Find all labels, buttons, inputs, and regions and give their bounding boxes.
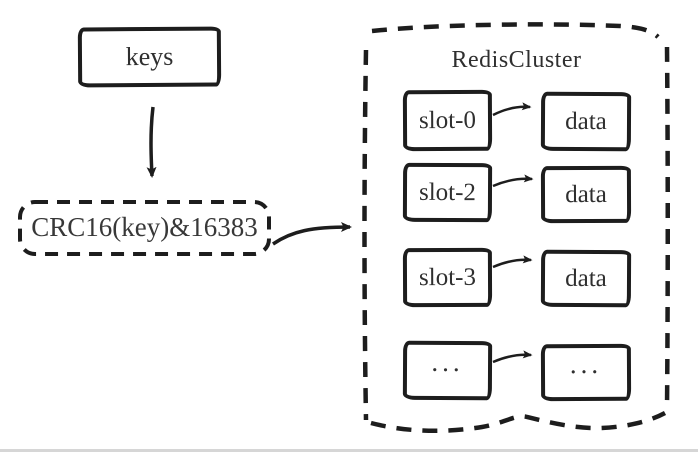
arrow-slot-more-to-data [492, 350, 533, 364]
data-box-0-label: data [565, 107, 607, 136]
hash-box: CRC16(key)&16383 [19, 201, 270, 254]
data-box-2-label: data [565, 180, 607, 209]
slot-box-2: slot-2 [402, 162, 493, 223]
arrow-slot-0-to-data [492, 102, 532, 117]
data-box-more-label: ... [569, 348, 603, 380]
slot-box-3: slot-3 [402, 247, 493, 308]
arrow-hash-to-cluster [272, 222, 352, 246]
slot-box-more-label: ... [431, 346, 464, 378]
data-box-3: data [540, 249, 632, 308]
cluster-title: RedisCluster [451, 46, 582, 73]
data-box-0: data [540, 91, 632, 152]
keys-box: keys [77, 26, 222, 88]
keys-label: keys [125, 41, 174, 72]
hash-label: CRC16(key)&16383 [31, 212, 258, 242]
data-box-more: ... [540, 343, 632, 402]
arrow-slot-3-to-data [492, 255, 533, 269]
slot-box-2-label: slot-2 [418, 178, 477, 207]
data-box-3-label: data [565, 264, 607, 293]
slot-box-0: slot-0 [402, 89, 493, 152]
slot-box-3-label: slot-3 [418, 263, 477, 292]
slot-box-0-label: slot-0 [418, 106, 477, 135]
slot-box-more: ... [402, 340, 493, 401]
arrow-keys-to-hash [146, 106, 157, 178]
image-bottom-border [0, 449, 698, 452]
arrow-slot-2-to-data [492, 174, 534, 188]
data-box-2: data [540, 165, 632, 224]
